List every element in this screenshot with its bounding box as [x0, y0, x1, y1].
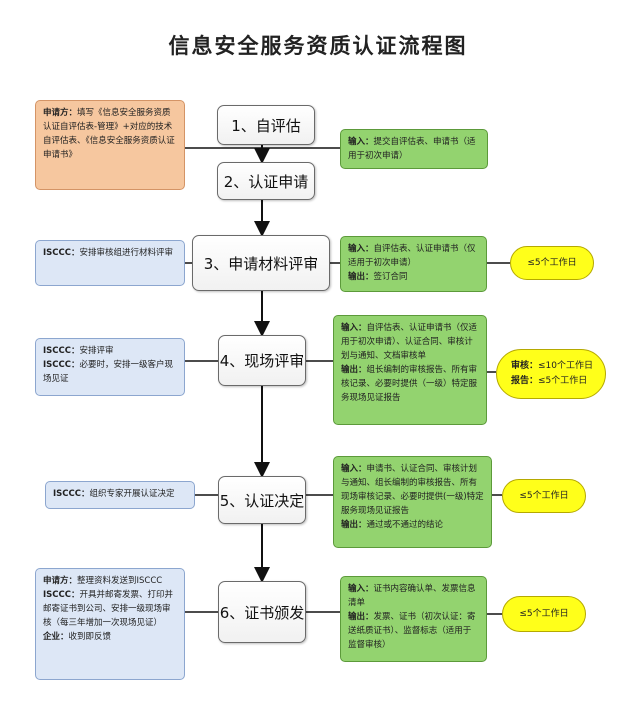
note-text: 安排审核组进行材料评审: [79, 248, 174, 258]
note-text: 组织专家开展认证决定: [89, 489, 175, 499]
note-text: 申请书、认证合同、审核计划与通知、组长编制的审核报告、所有现场审核记录、必要时提…: [341, 464, 484, 516]
note-key: 输出：: [341, 365, 367, 375]
duration-text: ≤10个工作日: [538, 361, 594, 371]
note-key: 输出：: [348, 612, 374, 622]
note-key: ISCCC：: [43, 360, 80, 370]
note-key: 输入：: [341, 323, 367, 333]
left-note-onsite-arrangement: ISCCC：安排评审 ISCCC：必要时，安排一级客户现场见证: [35, 338, 185, 396]
note-key: 输入：: [348, 137, 374, 147]
duration-key: 审核：: [511, 361, 539, 371]
note-text: 收到即反馈: [68, 632, 112, 642]
duration-text: ≤5个工作日: [538, 376, 588, 386]
note-key: 输入：: [341, 464, 367, 474]
left-note-issuance: 申请方：整理资料发送到ISCCC ISCCC：开具并邮寄发票、打印并邮寄证书到公…: [35, 568, 185, 680]
note-text: 自评估表、认证申请书（仅适用于初次申请）、认证合同、审核计划与通知、文档审核单: [341, 323, 478, 361]
note-text: 安排评审: [79, 346, 114, 356]
duration-onsite-review: 审核：≤10个工作日 报告：≤5个工作日: [496, 349, 606, 399]
diagram-title: 信息安全服务资质认证流程图: [168, 34, 468, 58]
duration-issuance: ≤5个工作日: [502, 596, 586, 632]
note-key: ISCCC：: [43, 590, 80, 600]
note-key: 企业：: [43, 632, 69, 642]
note-key: 输入：: [348, 244, 374, 254]
step-6-certificate-issuance: 6、证书颁发: [218, 581, 306, 643]
duration-decision: ≤5个工作日: [502, 479, 586, 513]
duration-text: ≤5个工作日: [527, 257, 577, 268]
right-note-issuance-io: 输入：证书内容确认单、发票信息清单 输出：发票、证书（初次认证：寄送纸质证书）、…: [340, 576, 487, 662]
note-text: 签订合同: [373, 272, 408, 282]
step-1-self-assessment: 1、自评估: [217, 105, 315, 145]
duration-line: 报告：≤5个工作日: [511, 374, 587, 389]
note-text: 证书内容确认单、发票信息清单: [348, 584, 476, 608]
step-4-onsite-review: 4、现场评审: [218, 335, 306, 386]
right-note-decision-io: 输入：申请书、认证合同、审核计划与通知、组长编制的审核报告、所有现场审核记录、必…: [333, 456, 492, 548]
note-text: 开具并邮寄发票、打印并邮寄证书到公司、安排一级现场审核（每三年增加一次现场见证）: [43, 590, 174, 628]
note-key: ISCCC：: [43, 346, 80, 356]
note-key: 申请方：: [43, 108, 78, 118]
duration-text: ≤5个工作日: [519, 490, 569, 501]
note-key: ISCCC：: [53, 489, 90, 499]
note-text: 必要时，安排一级客户现场见证: [43, 360, 174, 384]
note-text: 填写《信息安全服务资质认证自评估表-管理》+对应的技术自评估表、《信息安全服务资…: [43, 108, 175, 160]
left-note-material-review: ISCCC：安排审核组进行材料评审: [35, 240, 185, 286]
note-key: 输入：: [348, 584, 374, 594]
note-text: 整理资料发送到ISCCC: [77, 576, 163, 586]
left-note-decision: ISCCC：组织专家开展认证决定: [45, 481, 195, 509]
note-text: 提交自评估表、申请书（适用于初次申请）: [348, 137, 476, 161]
note-key: 申请方：: [43, 576, 78, 586]
duration-key: 报告：: [511, 376, 539, 386]
note-text: 组长编制的审核报告、所有审核记录、必要时提供（一级）特定服务现场见证报告: [341, 365, 478, 403]
note-text: 发票、证书（初次认证：寄送纸质证书）、监督标志（适用于监督审核）: [348, 612, 476, 650]
right-note-material-review-io: 输入：自评估表、认证申请书（仅适用于初次申请） 输出：签订合同: [340, 236, 487, 292]
duration-material-review: ≤5个工作日: [510, 246, 594, 280]
note-text: 通过或不通过的结论: [366, 520, 444, 530]
duration-text: ≤5个工作日: [519, 608, 569, 619]
duration-line: 审核：≤10个工作日: [511, 359, 593, 374]
right-note-onsite-io: 输入：自评估表、认证申请书（仅适用于初次申请）、认证合同、审核计划与通知、文档审…: [333, 315, 487, 425]
note-key: ISCCC：: [43, 248, 80, 258]
note-key: 输出：: [348, 272, 374, 282]
step-5-certification-decision: 5、认证决定: [218, 476, 306, 524]
step-3-material-review: 3、申请材料评审: [192, 235, 330, 291]
step-2-certification-application: 2、认证申请: [217, 162, 315, 200]
note-key: 输出：: [341, 520, 367, 530]
right-note-submission: 输入：提交自评估表、申请书（适用于初次申请）: [340, 129, 488, 169]
note-text: 自评估表、认证申请书（仅适用于初次申请）: [348, 244, 476, 268]
left-note-applicant-forms: 申请方：填写《信息安全服务资质认证自评估表-管理》+对应的技术自评估表、《信息安…: [35, 100, 185, 190]
